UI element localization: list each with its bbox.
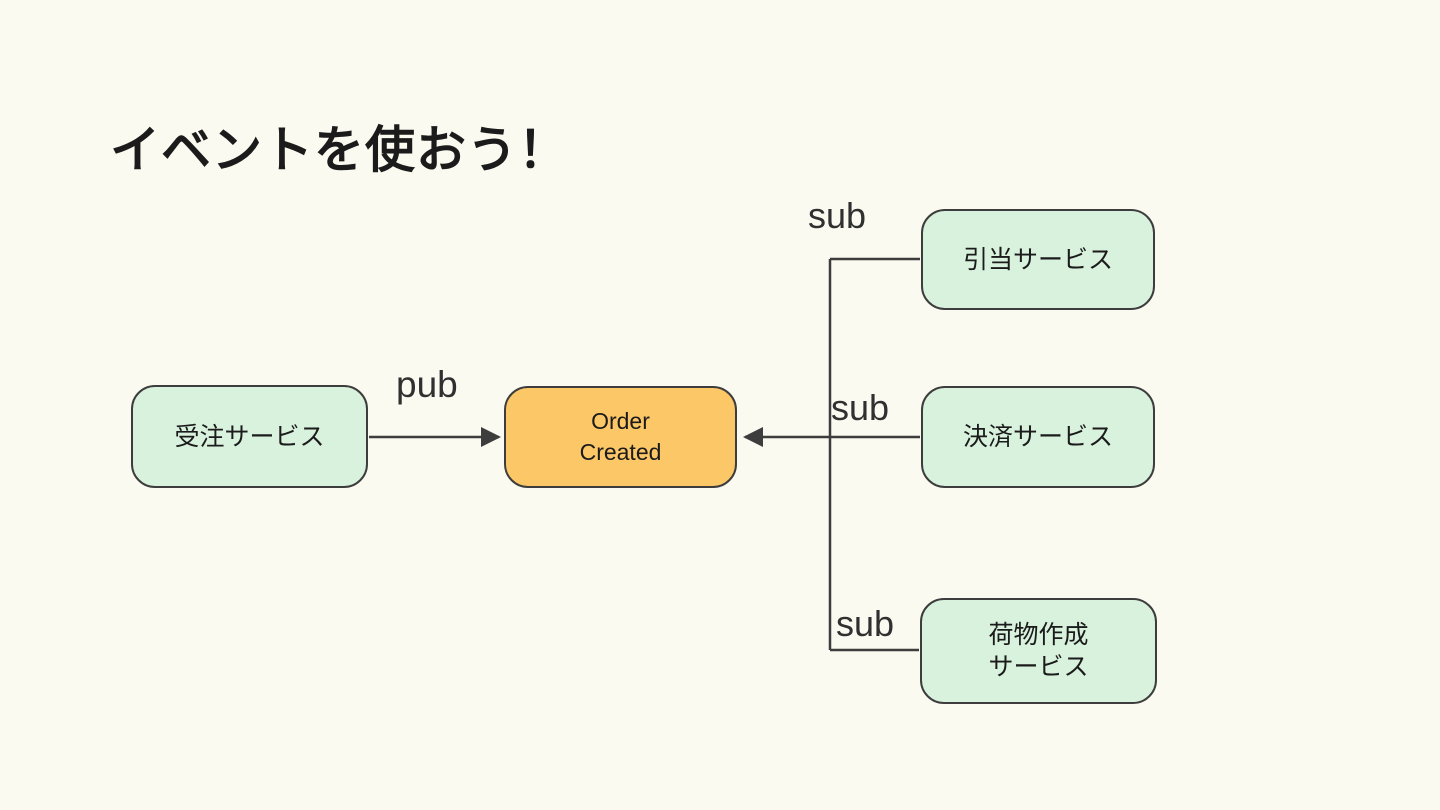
sub-label-allocation: sub	[808, 195, 867, 236]
sub-label-payment: sub	[831, 387, 890, 428]
node-order-service-label: 受注サービス	[174, 422, 325, 451]
node-allocation-service-label: 引当サービス	[962, 245, 1113, 274]
node-parcel-service-line1: 荷物作成	[988, 621, 1089, 649]
node-order-service: 受注サービス	[131, 385, 368, 488]
node-parcel-service: 荷物作成 サービス	[920, 598, 1157, 704]
node-payment-service: 決済サービス	[921, 386, 1155, 488]
node-order-created-event: Order Created	[504, 386, 737, 488]
node-parcel-service-line2: サービス	[988, 653, 1089, 681]
node-order-created-line1: Order	[591, 408, 650, 434]
slide-title: イベントを使おう！	[110, 122, 569, 178]
node-allocation-service: 引当サービス	[921, 209, 1155, 310]
node-order-created-line2: Created	[579, 439, 662, 465]
sub-label-parcel: sub	[836, 603, 895, 644]
pub-label: pub	[396, 364, 458, 405]
node-payment-service-label: 決済サービス	[962, 423, 1113, 451]
